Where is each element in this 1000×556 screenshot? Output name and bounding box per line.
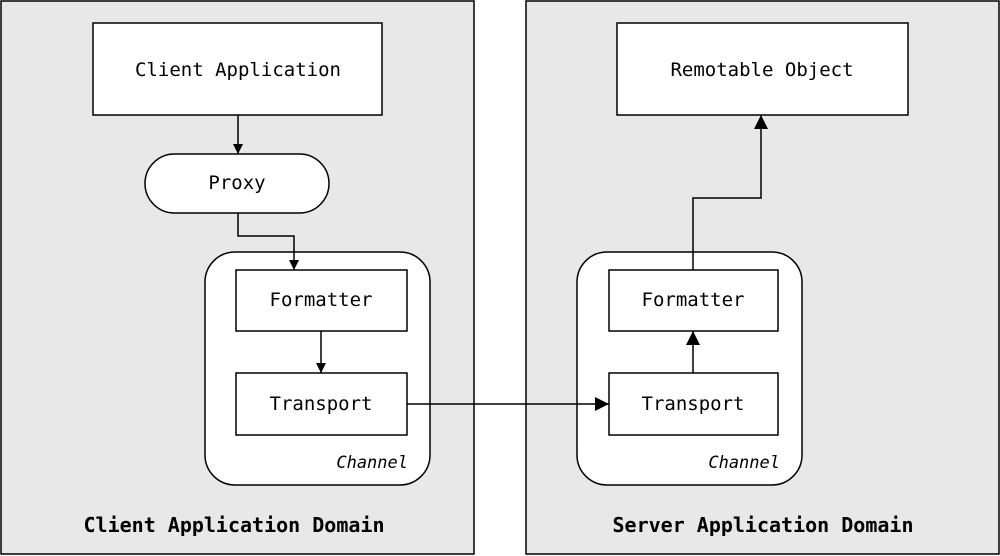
client-channel: Channel Formatter Transport <box>204 251 431 486</box>
client-channel-label: Channel <box>336 453 408 473</box>
client-application-domain: Client Application Domain Client Applica… <box>0 0 475 555</box>
arrow-server-formatter-to-remotable-object <box>692 115 768 270</box>
client-application-label: Client Application <box>135 59 341 81</box>
server-formatter-label: Formatter <box>642 289 745 311</box>
server-transport-label: Transport <box>642 393 745 415</box>
client-domain-label: Client Application Domain <box>83 513 384 537</box>
server-domain-label: Server Application Domain <box>612 513 913 537</box>
server-formatter-box[interactable]: Formatter <box>608 269 779 332</box>
remotable-object-label: Remotable Object <box>670 59 853 81</box>
server-channel-label: Channel <box>708 453 780 473</box>
server-transport-box[interactable]: Transport <box>608 372 779 436</box>
remotable-object-box[interactable]: Remotable Object <box>616 22 909 116</box>
server-application-domain: Server Application Domain Remotable Obje… <box>525 0 1000 555</box>
server-channel: Channel Formatter Transport <box>576 251 803 486</box>
proxy-label: Proxy <box>208 172 265 194</box>
proxy-box[interactable]: Proxy <box>144 153 330 214</box>
connectors <box>233 115 768 411</box>
arrow-proxy-to-client-formatter <box>237 213 299 270</box>
client-transport-label: Transport <box>270 393 373 415</box>
client-formatter-label: Formatter <box>270 289 373 311</box>
client-transport-box[interactable]: Transport <box>235 372 408 436</box>
client-application-box[interactable]: Client Application <box>92 22 383 116</box>
client-formatter-box[interactable]: Formatter <box>235 269 408 332</box>
